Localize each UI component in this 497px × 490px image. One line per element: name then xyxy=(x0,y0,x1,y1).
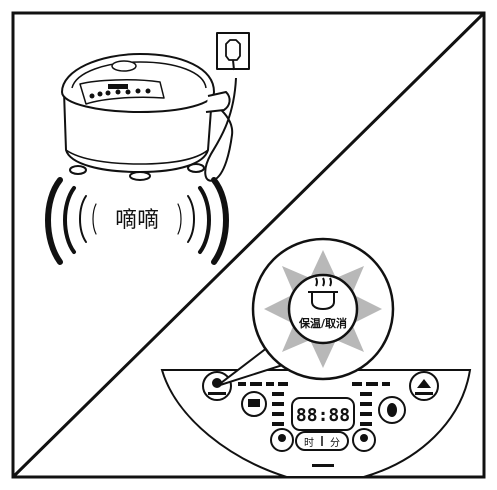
zoom-callout: 保温/取消 xyxy=(251,237,395,381)
hour-label: 时 xyxy=(304,437,314,449)
digital-display xyxy=(291,397,355,431)
steam-vent xyxy=(111,60,137,72)
beep-sound-illustration xyxy=(45,177,229,265)
display-digits: 88:88 xyxy=(296,405,350,426)
cooker-handle xyxy=(205,91,231,113)
diagonal-divider xyxy=(12,12,485,478)
beep-sound-text: 嘀嘀 xyxy=(115,208,159,233)
plug-icon xyxy=(225,39,241,61)
control-panel-illustration: 88:88 时 分 xyxy=(160,369,472,476)
keep-warm-label: 保温/取消 xyxy=(298,316,347,330)
pot-icon xyxy=(308,277,338,311)
minute-label: 分 xyxy=(330,437,340,449)
cooker-panel xyxy=(79,79,165,105)
rice-cooker-illustration xyxy=(61,32,250,182)
